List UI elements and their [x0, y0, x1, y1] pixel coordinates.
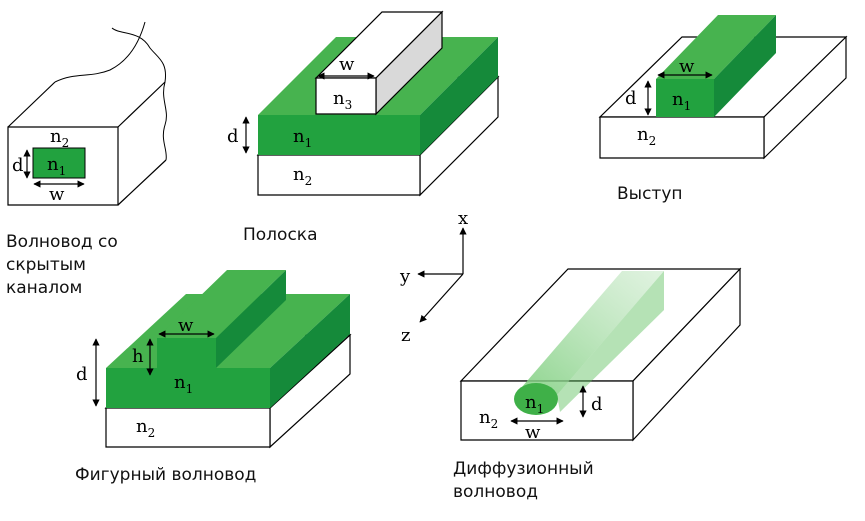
shaped-rib-side	[216, 270, 286, 368]
shaped-d-label: d	[76, 364, 88, 385]
strip-waveguide: w n3 n1 n2 d	[227, 10, 500, 197]
buried-caption: Волновод со скрытым каналом	[6, 231, 118, 300]
ridge-d-label: d	[625, 88, 637, 109]
strip-substrate-front	[257, 154, 421, 196]
strip-caption: Полоска	[243, 225, 318, 245]
x-axis-label: x	[458, 208, 468, 229]
shaped-slab-side	[270, 294, 350, 408]
buried-bottom-edge	[117, 159, 167, 206]
coordinate-axes: x y z	[399, 208, 468, 346]
buried-top-edge-left	[7, 81, 56, 128]
z-axis-label: z	[401, 325, 410, 346]
strip-w-label: w	[339, 54, 355, 75]
diffused-d-label: d	[591, 394, 603, 415]
shaped-substrate-front	[105, 407, 271, 448]
y-axis-label: y	[399, 266, 411, 287]
diffused-w-label: w	[525, 422, 541, 443]
ridge-side	[714, 15, 776, 117]
strip-n3-label: n3	[333, 88, 352, 112]
buried-channel-waveguide: n2 n1 d w	[7, 21, 178, 206]
buried-top-edge-right	[117, 81, 166, 128]
strip-layer-front	[258, 115, 420, 155]
buried-channel	[32, 147, 86, 179]
shaped-rib-top	[157, 270, 286, 338]
ridge-waveguide: w d n1 n2	[598, 15, 848, 160]
buried-n2-label: n2	[50, 126, 69, 150]
shaped-caption: Фигурный волновод	[75, 465, 257, 485]
ridge-n1-label: n1	[672, 89, 691, 113]
ridge-top	[656, 15, 776, 79]
buried-break-top	[54, 21, 146, 83]
strip-d-label: d	[227, 126, 239, 147]
diffused-n1-label: n1	[525, 392, 544, 416]
buried-break-side	[111, 27, 167, 161]
ridge-w-label: w	[679, 56, 695, 77]
shaped-waveguide: w h d n1 n2	[76, 270, 352, 449]
diffused-channel-front	[514, 383, 558, 415]
diffused-channel-side	[557, 271, 664, 412]
ridge-n2-label: n2	[637, 124, 656, 148]
ridge-front	[656, 79, 714, 117]
strip-n1-label: n1	[293, 126, 312, 150]
buried-d-label: d	[12, 155, 24, 176]
buried-caption-line-3: каналом	[6, 278, 83, 298]
ridge-caption: Выступ	[617, 184, 683, 204]
z-axis-arrow	[419, 273, 464, 323]
diffused-waveguide: n1 d w n2	[459, 267, 742, 443]
shaped-slab-front	[106, 368, 270, 408]
strip-n2-label: n2	[293, 164, 312, 188]
ridge-substrate-front	[599, 116, 765, 159]
strip-layer-side	[420, 37, 498, 155]
diffused-caption-line-1: Диффузионный	[453, 459, 594, 479]
diffused-caption-line-2: волновод	[453, 482, 538, 502]
diffused-caption: Диффузионный волновод	[453, 458, 594, 504]
shaped-h-label: h	[132, 346, 144, 367]
buried-caption-line-1: Волновод со	[6, 232, 118, 252]
shaped-w-label: w	[178, 315, 194, 336]
diffused-channel-top	[515, 271, 664, 395]
shaped-rib-front	[157, 338, 216, 368]
buried-caption-line-2: скрытым	[6, 255, 86, 275]
buried-w-label: w	[49, 184, 65, 205]
shaped-n1-label: n1	[174, 372, 193, 396]
buried-n1-label: n1	[47, 154, 66, 178]
diffused-n2-label: n2	[479, 407, 498, 431]
shaped-n2-label: n2	[136, 416, 155, 440]
